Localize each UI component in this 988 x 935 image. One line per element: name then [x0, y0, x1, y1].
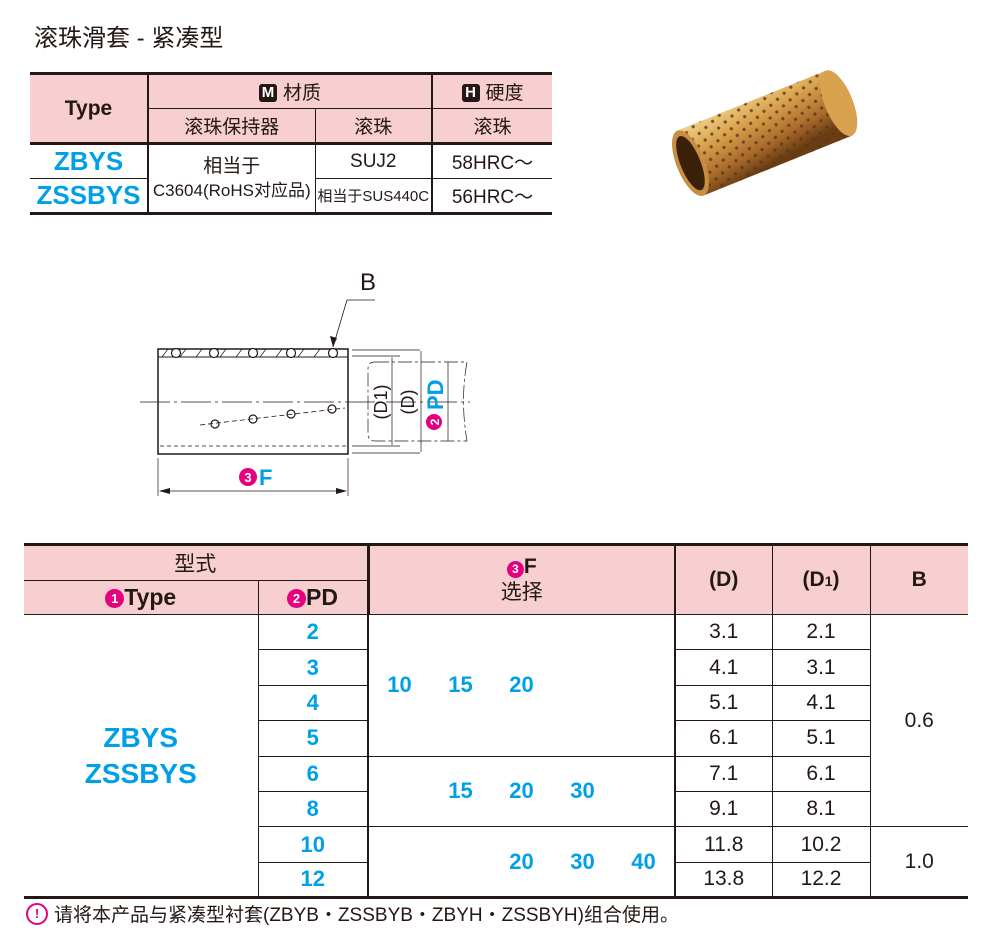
f-label: F	[523, 555, 537, 578]
pd-cell: 10	[258, 826, 369, 863]
label-pd: PD	[423, 379, 448, 410]
f-option: 10	[387, 672, 412, 698]
hardness-zbys: 58HRC～	[431, 143, 553, 179]
hardness-icon: H	[461, 84, 480, 102]
f-select-label: 选择	[500, 581, 543, 604]
d-cell: 6.1	[674, 720, 773, 757]
f-cell: 10 15 20	[367, 614, 676, 757]
d-header: (D)	[674, 544, 773, 615]
material-label: 材质	[283, 83, 322, 104]
label-d: (D)	[398, 390, 418, 415]
label-b: B	[360, 269, 376, 296]
product-photo	[672, 70, 858, 196]
pd-cell: 5	[258, 720, 369, 757]
pd-cell: 8	[258, 790, 369, 828]
b-cell: 0.6	[869, 613, 968, 828]
retainer-line2: C3604(RoHS对应品)	[152, 180, 311, 200]
retainer-header: 滚珠保持器	[148, 108, 316, 144]
f-num-icon: 3	[506, 561, 524, 578]
d1-cell: 12.2	[771, 861, 870, 899]
spec-table: Type M 材质 H 硬度 滚珠保持器 滚珠 滚珠 ZBYS 相当于 C3604(R…	[30, 72, 553, 215]
hardness-label: 硬度	[485, 83, 524, 104]
note-text: 请将本产品与紧凑型衬套(ZBYB・ZSSBYB・ZBYH・ZSSBYH)组合使用…	[54, 905, 679, 926]
type-num-icon: 1	[105, 589, 125, 608]
f-cell: 20 30 40	[367, 826, 676, 899]
d1-header: (D1)	[771, 544, 871, 615]
d-cell: 13.8	[674, 861, 773, 899]
material-icon: M	[259, 84, 277, 102]
d-cell: 9.1	[674, 790, 773, 828]
f-option: 15	[448, 778, 473, 804]
pd-cell: 6	[258, 755, 369, 792]
dimension-drawing: B (D1) (D) 2 PD 3 F	[140, 269, 470, 496]
hardness-zssbys: 56HRC～	[431, 178, 553, 214]
label-d1: (D1)	[371, 385, 391, 420]
type-zssbys: ZSSBYS	[30, 178, 149, 214]
d1-cell: 3.1	[771, 649, 870, 686]
pd-num: 2	[428, 418, 442, 425]
d1-cell: 5.1	[771, 720, 870, 757]
f-option: 30	[570, 778, 595, 804]
b-cell: 1.0	[869, 826, 968, 899]
ball-material-zssbys: 相当于SUS440C	[314, 178, 434, 214]
ball-hardness-header: 滚珠	[431, 108, 553, 144]
f-option: 20	[509, 778, 534, 804]
d-cell: 3.1	[674, 613, 773, 651]
usage-note: ! 请将本产品与紧凑型衬套(ZBYB・ZSSBYB・ZBYH・ZSSBYH)组合使…	[26, 900, 679, 927]
retainer-line1: 相当于	[203, 155, 261, 177]
pd-cell: 2	[257, 613, 369, 651]
f-cell: 15 20 30	[367, 755, 676, 828]
d-cell: 5.1	[674, 684, 773, 722]
d-cell: 11.8	[674, 826, 773, 863]
retainer-material: 相当于 C3604(RoHS对应品)	[147, 143, 316, 214]
d1-cell: 8.1	[771, 790, 870, 828]
d-cell: 4.1	[674, 649, 773, 686]
ball-header: 滚珠	[314, 108, 434, 144]
pd-cell: 4	[258, 684, 369, 722]
d-cell: 7.1	[674, 755, 773, 792]
f-num: 3	[244, 470, 251, 485]
f-option: 20	[509, 848, 534, 874]
type-header: Type	[30, 73, 149, 144]
ball-material-zbys: SUJ2	[314, 143, 434, 179]
warning-icon: !	[26, 902, 48, 925]
hardness-header: H 硬度	[431, 73, 553, 109]
material-header: M 材质	[147, 73, 434, 109]
b-header: B	[869, 544, 968, 615]
model-header: 型式	[24, 544, 370, 581]
page-title: 滚珠滑套 - 紧凑型	[34, 25, 224, 52]
pd-num-icon: 2	[287, 589, 307, 608]
d1-cell: 10.2	[771, 826, 871, 863]
label-f: F	[259, 465, 272, 490]
d1-cell: 4.1	[771, 684, 870, 722]
pd-cell: 3	[258, 649, 369, 686]
f-option: 30	[570, 848, 595, 874]
f-option: 15	[448, 672, 473, 698]
f-option: 20	[509, 672, 534, 698]
type-zbys: ZBYS	[30, 143, 149, 179]
f-option: 40	[631, 848, 656, 874]
d1-cell: 2.1	[771, 613, 871, 651]
d1-cell: 6.1	[771, 755, 870, 792]
pd-cell: 12	[258, 861, 369, 899]
